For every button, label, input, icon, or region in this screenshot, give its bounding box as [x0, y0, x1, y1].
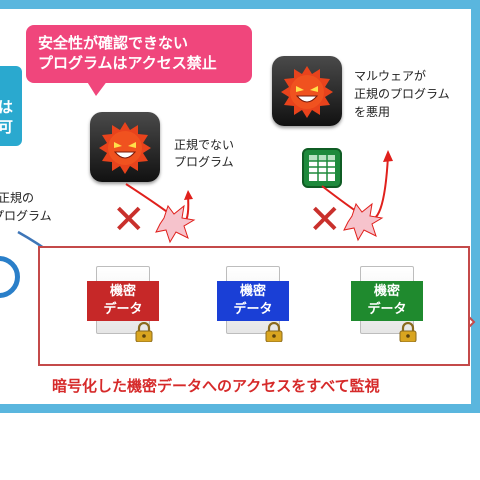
diagram-frame: は 可 安全性が確認できない プログラムはアクセス禁止 正規でない プログラム	[0, 0, 480, 413]
legit-label-2: プログラム	[0, 209, 52, 223]
document-2-tag: 機密 データ	[217, 281, 289, 321]
lock-icon	[265, 322, 283, 342]
lock-icon	[135, 322, 153, 342]
document-3-line-1: 機密	[373, 284, 400, 299]
document-3-tag: 機密 データ	[351, 281, 423, 321]
left-info-box: は 可	[0, 66, 22, 146]
lock-icon	[399, 322, 417, 342]
block-x-icon-2: ✕	[308, 197, 342, 243]
bubble-tail	[86, 80, 108, 96]
bubble-line-2: プログラムはアクセス禁止	[38, 54, 217, 72]
spreadsheet-icon	[302, 148, 342, 188]
malware-label-2: 正規のプログラム	[354, 87, 450, 101]
document-2: 機密 データ	[217, 266, 289, 334]
document-3-line-2: データ	[367, 302, 407, 317]
impact-splat-1	[155, 204, 196, 244]
warning-bubble: 安全性が確認できない プログラムはアクセス禁止	[26, 25, 252, 83]
malicious-label-1: 正規でない	[174, 138, 235, 152]
malware-label-3: を悪用	[354, 105, 391, 119]
document-2-line-1: 機密	[239, 284, 266, 299]
evil-program-icon	[90, 112, 160, 182]
malware-label-1: マルウェアが	[354, 69, 427, 83]
malicious-label-2: プログラム	[174, 155, 234, 169]
blocked-arrowhead-1	[184, 190, 193, 200]
left-box-char-2: 可	[0, 118, 14, 136]
document-1-tag: 機密 データ	[87, 281, 159, 321]
malware-program-icon	[272, 56, 342, 126]
bubble-line-1: 安全性が確認できない	[38, 34, 189, 52]
frame-border-right	[471, 0, 480, 413]
frame-border-bottom	[0, 404, 480, 413]
document-3: 機密 データ	[351, 266, 423, 334]
frame-border-top	[0, 0, 480, 9]
document-1-line-1: 機密	[109, 284, 136, 299]
left-box-char-1: は	[0, 98, 14, 116]
document-1: 機密 データ	[87, 266, 159, 334]
document-2-line-2: データ	[233, 302, 273, 317]
monitoring-caption: 暗号化した機密データへのアクセスをすべて監視	[52, 377, 380, 395]
impact-splat-2	[343, 202, 384, 242]
legit-label-1: 正規の	[0, 191, 35, 205]
document-1-line-2: データ	[103, 302, 143, 317]
blocked-arrowhead-2	[383, 150, 393, 162]
evil-face-icon	[99, 122, 151, 174]
block-x-icon-1: ✕	[112, 197, 146, 243]
evil-face-icon	[281, 66, 333, 118]
